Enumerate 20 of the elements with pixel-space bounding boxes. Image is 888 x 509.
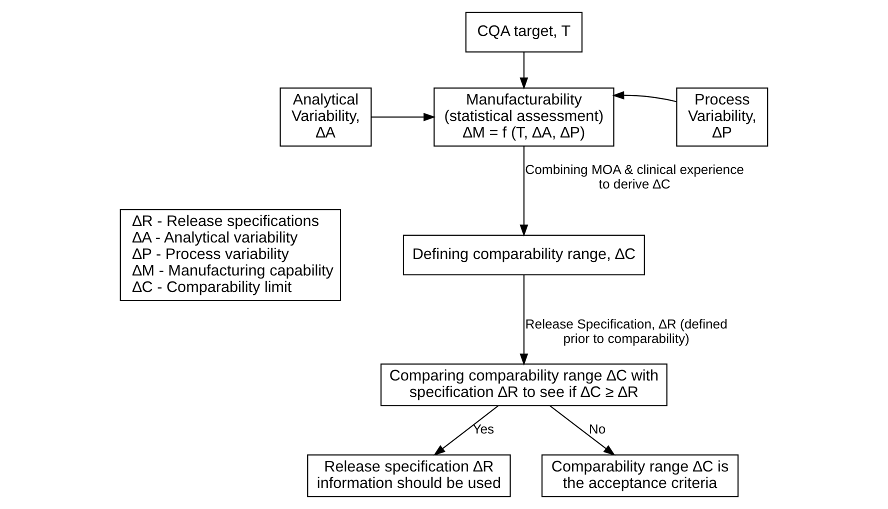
node-box: Process Variability, ∆P (676, 87, 768, 147)
arrow (520, 146, 528, 237)
node-box: Release specification ∆R information should be used (307, 454, 511, 498)
arrow (520, 274, 528, 366)
node-box: Analytical Variability, ∆A (280, 87, 372, 147)
arrow (612, 91, 677, 102)
edge-label: Combining MOA & clinical experience to derive ∆C (525, 162, 744, 192)
node-box: Manufacturability (statistical assessment) ∆M = f (T, ∆A, ∆P) (434, 87, 614, 147)
arrow (433, 405, 498, 456)
edge-label: Release Specification, ∆R (defined prior to comparability) (525, 316, 728, 346)
node-box: Defining comparability range, ∆C (402, 234, 645, 276)
node-box: Comparing comparability range ∆C with specification ∆R to see if ∆C ≥ ∆R (380, 363, 668, 406)
edge-label: No (588, 422, 606, 437)
arrow (550, 405, 616, 456)
node-box: Comparability range ∆C is the acceptance criteria (541, 454, 739, 498)
node-box: CQA target, T (465, 12, 583, 52)
arrow (520, 52, 528, 90)
edge-label: Yes (472, 422, 494, 437)
arrow (371, 112, 436, 122)
node-box: ∆R - Release specifications ∆A - Analytical variability ∆P - Process variability ∆M - Manufacturing capability ∆C - Comparability limit (120, 209, 342, 302)
